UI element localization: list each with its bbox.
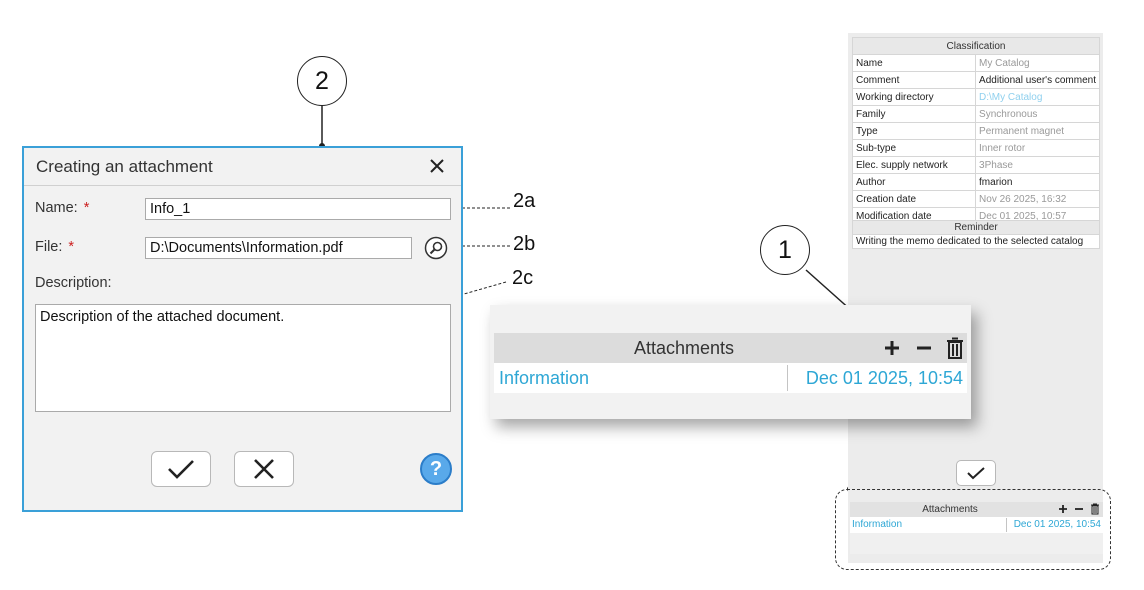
callout-2: 2 <box>297 56 347 106</box>
required-mark: * <box>83 200 90 216</box>
name-input[interactable]: Info_1 <box>145 198 451 220</box>
confirm-button[interactable] <box>151 451 211 487</box>
callout-1: 1 <box>760 225 810 275</box>
attachment-dialog: Creating an attachment Name:* Info_1 Fil… <box>22 146 463 512</box>
description-textarea[interactable]: Description of the attached document. <box>35 304 451 412</box>
remove-icon <box>917 346 931 350</box>
callout-2a: 2a <box>513 190 536 212</box>
add-icon[interactable] <box>1058 504 1068 514</box>
list-item[interactable]: Information Dec 01 2025, 10:54 <box>494 363 967 393</box>
trash-icon[interactable] <box>1090 503 1100 515</box>
add-attachment-button[interactable] <box>880 333 904 363</box>
classification-title: Classification <box>852 37 1100 55</box>
attachment-date: Dec 01 2025, 10:54 <box>805 368 963 388</box>
column-divider <box>1006 518 1007 532</box>
list-item[interactable]: Information Dec 01 2025, 10:54 <box>850 517 1103 533</box>
attachments-small-title: Attachments <box>922 504 978 515</box>
attachment-date: Dec 01 2025, 10:54 <box>1013 519 1101 530</box>
attachments-zoomed: Attachments Information Dec 01 2025, 10:… <box>490 305 971 419</box>
attachments-header: Attachments <box>494 333 967 363</box>
callout-2c: 2c <box>512 267 534 289</box>
reminder-text[interactable]: Writing the memo dedicated to the select… <box>852 235 1100 249</box>
remove-icon[interactable] <box>1074 504 1084 514</box>
panel-confirm-button[interactable] <box>956 460 996 486</box>
delete-attachments-button[interactable] <box>944 333 966 363</box>
file-input[interactable]: D:\Documents\Information.pdf <box>145 237 412 259</box>
dialog-header: Creating an attachment <box>24 148 461 186</box>
attachments-small: Attachments Information Dec 01 2025, 10:… <box>850 502 1103 554</box>
required-mark: * <box>68 239 75 255</box>
cross-icon <box>254 459 274 479</box>
attachment-name[interactable]: Information <box>852 519 903 530</box>
check-icon <box>168 460 194 479</box>
callout-2b: 2b <box>513 233 536 255</box>
check-icon <box>967 467 985 480</box>
trash-icon <box>947 337 963 359</box>
cancel-button[interactable] <box>234 451 294 487</box>
help-button[interactable]: ? <box>420 453 452 485</box>
name-label: Name:* <box>35 200 90 216</box>
dialog-title: Creating an attachment <box>36 156 213 176</box>
add-icon <box>885 341 899 355</box>
attachments-small-header: Attachments <box>850 502 1103 517</box>
column-divider <box>787 365 788 391</box>
file-label: File:* <box>35 239 75 255</box>
remove-attachment-button[interactable] <box>912 333 936 363</box>
attachment-name[interactable]: Information <box>499 368 590 388</box>
search-icon[interactable] <box>424 236 448 260</box>
reminder-section: Reminder Writing the memo dedicated to t… <box>852 220 1100 249</box>
reminder-title: Reminder <box>852 220 1100 235</box>
attachments-highlight <box>835 489 1111 570</box>
attachments-title: Attachments <box>633 338 735 358</box>
description-label: Description: <box>35 275 112 291</box>
close-icon[interactable] <box>429 156 445 178</box>
